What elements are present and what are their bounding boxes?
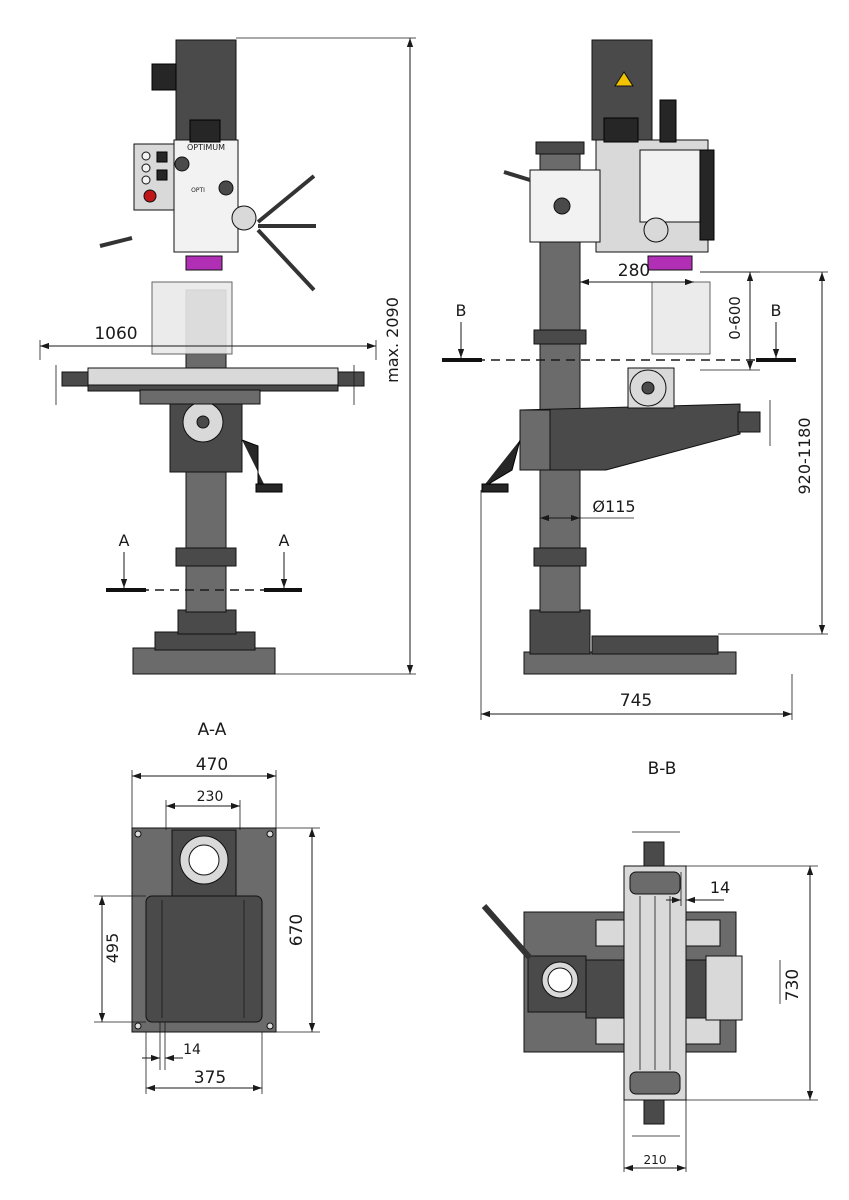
model-label: OPTI <box>191 187 205 194</box>
side-column-foot <box>529 609 591 655</box>
section-a-bolt-1 <box>134 830 142 838</box>
front-feed-lever-3 <box>256 228 316 292</box>
side-feed-wheel <box>643 217 669 243</box>
side-head-front <box>639 149 703 223</box>
side-dimensions: 280 0-600 920-1180 Ø115 745 B B <box>442 261 828 720</box>
dim-total-height: max. 2090 <box>383 297 402 383</box>
side-spindle-collar <box>647 255 693 271</box>
front-motor-flange <box>189 119 221 143</box>
section-a-bolt-4 <box>266 1022 274 1030</box>
front-gear-dial <box>218 180 234 196</box>
front-motor-terminal-box <box>151 63 177 91</box>
front-indicator-3 <box>141 175 151 185</box>
side-motor-flange <box>603 117 639 143</box>
section-b-feed-top <box>643 841 665 867</box>
side-crank-handle <box>481 439 521 489</box>
side-column-collar-upper <box>533 329 587 345</box>
section-b-title: B-B <box>648 759 677 779</box>
side-head-lever-housing <box>699 149 715 241</box>
dim-spindle-to-column: 280 <box>618 261 650 281</box>
front-speed-dial <box>174 156 190 172</box>
front-view: OPTIMUM OPTI <box>55 39 365 675</box>
dim-table-width: 1060 <box>94 324 137 344</box>
emergency-stop-icon <box>143 189 157 203</box>
front-dimensions: 1060 max. 2090 A A <box>39 37 416 675</box>
section-b-column-bore <box>547 967 573 993</box>
dim-quill-stroke: 0-600 <box>726 296 744 340</box>
dim-base-depth-inner: 495 <box>103 933 122 964</box>
front-base <box>132 647 276 675</box>
section-b-label-right: B <box>771 301 782 320</box>
section-a-label-left: A <box>119 531 130 550</box>
side-table-arm-clamp <box>519 409 551 471</box>
section-b-label-left: B <box>456 301 467 320</box>
section-b-feed-box <box>705 955 743 1021</box>
side-chip-guard <box>651 281 711 355</box>
side-column-cap <box>535 141 585 155</box>
front-switch-2 <box>156 169 168 181</box>
dim-table-width-b: 210 <box>644 1153 667 1167</box>
front-switch-1 <box>156 151 168 163</box>
front-indicator-1 <box>141 151 151 161</box>
dim-slot-span: 375 <box>194 1068 226 1088</box>
side-table-wheel-hub <box>641 381 655 395</box>
front-crank-grip <box>255 483 283 493</box>
front-table-right-handwheel <box>337 371 365 387</box>
section-b-table-end-top <box>629 871 681 895</box>
side-crank-grip <box>481 483 509 493</box>
brand-label: OPTIMUM <box>187 143 225 152</box>
front-table-left-handwheel <box>61 371 89 387</box>
dim-base-width-outer: 470 <box>196 755 228 775</box>
section-b-view: B-B 14 730 <box>481 759 818 1172</box>
side-head-clamp-knob <box>553 197 571 215</box>
section-a-column-bore <box>188 844 220 876</box>
side-base <box>523 651 737 675</box>
dim-slot-width-b: 14 <box>710 878 730 897</box>
dim-base-depth-outer: 670 <box>287 914 307 946</box>
section-a-label-right: A <box>279 531 290 550</box>
front-feed-lever-1 <box>256 174 316 224</box>
dim-base-width-inner: 230 <box>197 789 224 805</box>
front-table-saddle <box>139 389 261 405</box>
front-table-wheel-hub <box>196 415 210 429</box>
front-indicator-2 <box>141 163 151 173</box>
section-a-bolt-2 <box>266 830 274 838</box>
front-feed-wheel <box>231 205 257 231</box>
front-chip-guard <box>151 281 233 355</box>
dim-table-length: 730 <box>783 969 803 1001</box>
side-column-collar-lower <box>533 547 587 567</box>
dim-base-length: 745 <box>620 691 652 711</box>
dim-slot-width-a: 14 <box>183 1042 201 1058</box>
front-column-foot <box>177 609 237 635</box>
section-a-bolt-3 <box>134 1022 142 1030</box>
section-a-title: A-A <box>198 720 227 740</box>
side-head-lock-lever <box>503 170 531 182</box>
side-view <box>481 39 771 675</box>
side-base-top <box>591 635 719 655</box>
section-b-feed-bottom <box>643 1099 665 1125</box>
front-base-top <box>154 631 256 651</box>
dim-table-height: 920-1180 <box>795 417 814 494</box>
front-left-handle <box>99 236 133 248</box>
side-table-arm <box>519 403 741 471</box>
section-b-table-end-bottom <box>629 1071 681 1095</box>
front-motor <box>175 39 237 141</box>
section-a-table-area <box>145 895 263 1023</box>
dim-column-diameter: Ø115 <box>592 497 635 516</box>
warning-triangle-icon <box>614 71 634 87</box>
side-drawbar-cover <box>659 99 677 143</box>
front-column-collar-lower <box>175 547 237 567</box>
section-b-crank-handle <box>481 904 533 960</box>
front-spindle-collar <box>185 255 223 271</box>
side-feed-box <box>737 411 761 433</box>
section-a-view: A-A 470 230 670 495 <box>94 720 320 1094</box>
